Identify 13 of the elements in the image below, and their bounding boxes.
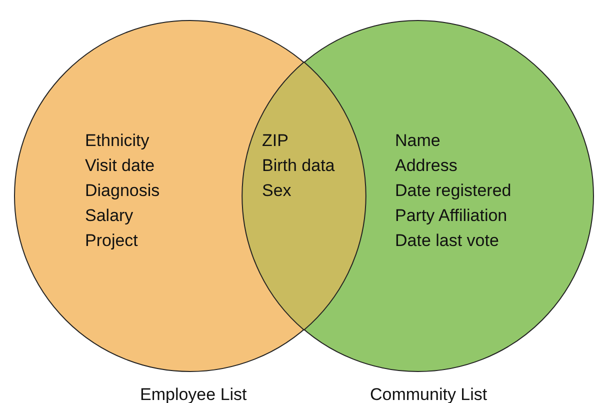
attribute-text: Date last vote <box>395 230 499 252</box>
attribute-text: Project <box>85 230 138 252</box>
attribute-text: Name <box>395 130 440 152</box>
attribute-text: Sex <box>262 180 292 202</box>
attribute-text: Diagnosis <box>85 180 160 202</box>
attribute-text: Visit date <box>85 155 155 177</box>
attribute-text: Ethnicity <box>85 130 150 152</box>
attribute-text: ZIP <box>262 130 288 152</box>
attribute-text: Party Affiliation <box>395 205 508 227</box>
attribute-text: Address <box>395 155 458 177</box>
attribute-text: Salary <box>85 205 134 227</box>
attribute-text: Date registered <box>395 180 512 202</box>
attribute-text: Birth data <box>262 155 335 177</box>
